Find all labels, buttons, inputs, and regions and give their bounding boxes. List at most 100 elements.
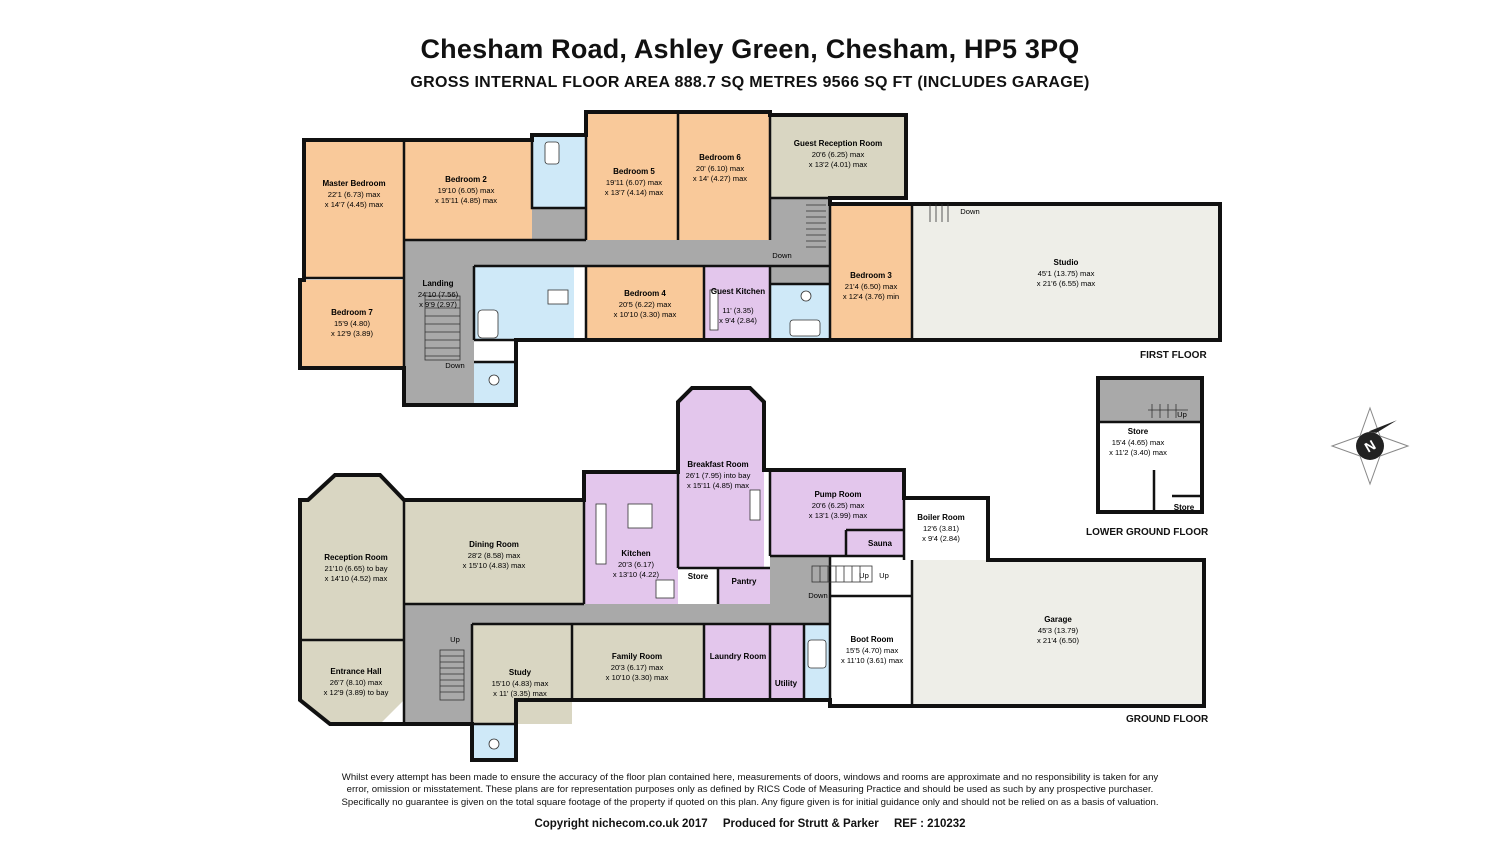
bedroom-3-name: Bedroom 3 (850, 271, 892, 280)
lower-store-small-name: Store (1174, 503, 1195, 512)
pantry-name: Pantry (732, 577, 757, 586)
bedroom-5-dim1: 19'11 (6.07) max (606, 178, 662, 187)
master-bedroom-name: Master Bedroom (322, 179, 385, 188)
room-breakfast[interactable] (678, 388, 764, 568)
produced-text: Produced for Strutt & Parker (722, 818, 879, 830)
room-entrance[interactable] (300, 640, 404, 724)
copyright-text: Copyright nichecom.co.uk 2017 (534, 818, 708, 830)
bedroom-2-name: Bedroom 2 (445, 175, 487, 184)
room-bedroom-4[interactable] (586, 266, 704, 340)
bedroom-7-name: Bedroom 7 (331, 308, 373, 317)
footer-copyright: Copyright nichecom.co.uk 2017 Produced f… (0, 818, 1500, 830)
stair-label-down-2: Down (772, 251, 791, 260)
lower-stair-up-label: Up (1177, 410, 1187, 419)
first-floor: Master Bedroom 22'1 (6.73) max x 14'7 (4… (298, 110, 1222, 407)
svg-text:Master Bedroom: Master Bedroom (322, 179, 385, 188)
laundry-name-line: Laundry Room (710, 652, 766, 661)
room-master-bedroom[interactable] (304, 140, 404, 278)
room-family[interactable] (572, 624, 704, 700)
garage-dim2: x 21'4 (6.50) (1037, 636, 1079, 645)
stair-label-down-3: Down (960, 207, 979, 216)
room-sauna[interactable] (846, 530, 904, 556)
master-bedroom-dim1: 22'1 (6.73) max (328, 190, 381, 199)
bedroom-3-dim1: 21'4 (6.50) max (845, 282, 898, 291)
landing-name: Landing (422, 279, 453, 288)
bedroom-5-name: Bedroom 5 (613, 167, 655, 176)
room-utility[interactable] (770, 624, 804, 700)
bedroom-7-dim2: x 12'9 (3.89) (331, 329, 373, 338)
room-study[interactable] (472, 624, 572, 724)
room-bedroom-3[interactable] (830, 204, 912, 340)
landing-dim2: x 9'9 (2.97) (419, 300, 457, 309)
utility-name: Utility (775, 679, 798, 688)
landing-dim1: 24'10 (7.56) (418, 290, 459, 299)
room-lower-stair[interactable] (1098, 378, 1202, 422)
page-title: Chesham Road, Ashley Green, Chesham, HP5… (420, 34, 1080, 64)
room-landing[interactable] (404, 240, 474, 405)
master-bedroom-dim2: x 14'7 (4.45) max (325, 200, 384, 209)
study-name: Study (509, 668, 532, 677)
sauna-name: Sauna (868, 539, 893, 548)
lower-ground-floor-label: LOWER GROUND FLOOR (1086, 527, 1209, 538)
room-hall-ground[interactable] (404, 604, 472, 724)
store-ground-name: Store (688, 572, 709, 581)
boot-name: Boot Room (850, 635, 893, 644)
bedroom-6-dim2: x 14' (4.27) max (693, 174, 747, 183)
boiler-dim2: x 9'4 (2.84) (922, 534, 960, 543)
room-corridor-first-2[interactable] (532, 208, 586, 240)
studio-dim1: 45'1 (13.75) max (1038, 269, 1095, 278)
disclaimer-line-2: error, omission or misstatement. These p… (346, 784, 1154, 796)
entrance-dim1: 26'7 (8.10) max (330, 678, 383, 687)
garage-name: Garage (1044, 615, 1072, 624)
kitchen-name: Kitchen (621, 549, 650, 558)
boiler-name: Boiler Room (917, 513, 965, 522)
bedroom-6-name: Bedroom 6 (699, 153, 741, 162)
room-bedroom-5[interactable] (586, 112, 678, 240)
compass-icon: N (1330, 406, 1410, 486)
bedroom-6-dim1: 20' (6.10) max (696, 164, 745, 173)
pump-dim1: 20'6 (6.25) max (812, 501, 865, 510)
room-laundry[interactable] (704, 624, 770, 700)
studio-dim2: x 21'6 (6.55) max (1037, 279, 1096, 288)
room-boiler[interactable] (904, 498, 988, 560)
room-dining[interactable] (404, 500, 584, 604)
breakfast-dim1: 26'1 (7.95) into bay (686, 471, 751, 480)
lower-ground-floor: Store 15'4 (4.65) max x 11'2 (3.40) max … (1096, 376, 1204, 514)
first-floor-label: FIRST FLOOR (1140, 350, 1207, 361)
pump-dim2: x 13'1 (3.99) max (809, 511, 868, 520)
room-garage[interactable] (912, 560, 1204, 706)
room-guest-reception[interactable] (770, 115, 906, 198)
room-reception[interactable] (300, 475, 404, 640)
ground-floor-label: GROUND FLOOR (1126, 714, 1209, 725)
page-subtitle: GROSS INTERNAL FLOOR AREA 888.7 SQ METRE… (410, 74, 1090, 91)
room-boot[interactable] (830, 596, 912, 706)
reception-name: Reception Room (324, 553, 388, 562)
reception-dim1: 21'10 (6.65) to bay (324, 564, 387, 573)
study-dim2: x 11' (3.35) max (493, 689, 547, 698)
ref-text: REF : 210232 (893, 818, 966, 830)
guest-kitchen-dim2: x 9'4 (2.84) (719, 316, 757, 325)
room-corridor-ground[interactable] (472, 604, 830, 624)
bedroom-3-dim2: x 12'4 (3.76) min (843, 292, 899, 301)
dining-dim1: 28'2 (8.58) max (468, 551, 521, 560)
boot-dim2: x 11'10 (3.61) max (841, 656, 903, 665)
room-bedroom-6[interactable] (678, 112, 770, 240)
bedroom-2-dim1: 19'10 (6.05) max (438, 186, 495, 195)
breakfast-dim2: x 15'11 (4.85) max (687, 481, 749, 490)
guest-reception-name: Guest Reception Room (794, 139, 882, 148)
room-studio[interactable] (912, 204, 1220, 340)
guest-reception-dim2: x 13'2 (4.01) max (809, 160, 868, 169)
stair-label-up-1: Up (450, 635, 460, 644)
room-bedroom-7[interactable] (300, 280, 404, 368)
disclaimer: Whilst every attempt has been made to en… (270, 772, 1230, 809)
room-bedroom-2[interactable] (404, 140, 532, 240)
bedroom-2-dim2: x 15'11 (4.85) max (435, 196, 497, 205)
lower-store-dim1: 15'4 (4.65) max (1112, 438, 1165, 447)
room-store-ground[interactable] (678, 568, 718, 604)
lower-store-dim2: x 11'2 (3.40) max (1109, 448, 1167, 457)
laundry-name: Laundry Room (710, 652, 766, 661)
room-pantry[interactable] (718, 568, 770, 604)
bedroom-7-dim1: 15'9 (4.80) (334, 319, 371, 328)
breakfast-name: Breakfast Room (687, 460, 748, 469)
